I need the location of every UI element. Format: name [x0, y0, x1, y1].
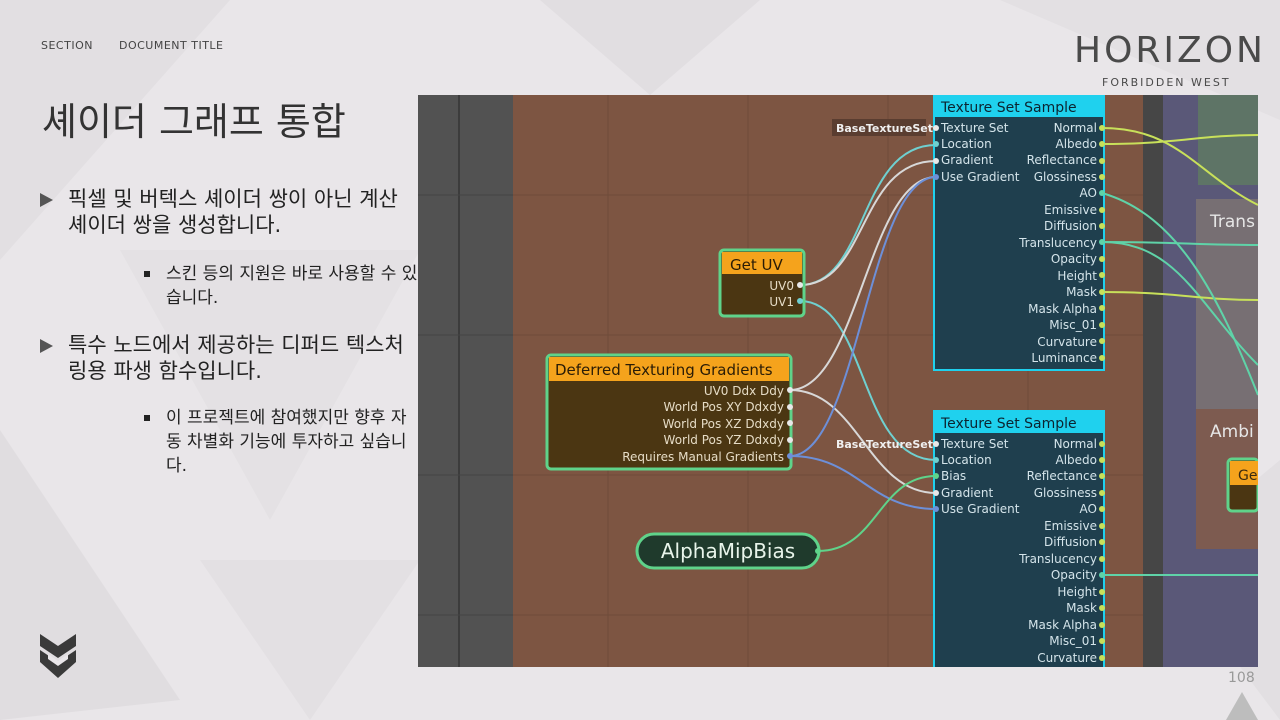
sub-bullet-2-text: 이 프로젝트에 참여했지만 향후 자동 차별화 기능에 투자하고 싶습니다. [166, 408, 407, 476]
square-bullet-icon [144, 415, 150, 421]
arrow-bullet-icon [40, 339, 53, 353]
port-albedo: Albedo [1055, 453, 1097, 467]
port-translucency: Translucency [1018, 236, 1097, 250]
port-bias: Bias [941, 469, 966, 483]
port-glossiness: Glossiness [1034, 486, 1097, 500]
get-uv-node[interactable]: Get UV UV0 UV1 [718, 248, 806, 318]
port-use-gradient: Use Gradient [941, 502, 1020, 516]
port-normal: Normal [1054, 437, 1097, 451]
section-label: SECTION [41, 39, 93, 52]
bullet-list: 픽셀 및 버텍스 셰이더 쌍이 아닌 계산 셰이더 쌍을 생성합니다. 스킨 등… [40, 186, 420, 478]
input-label-basetextureset: BaseTextureSet [836, 122, 933, 135]
port-uv1: UV1 [769, 295, 794, 309]
logo-main: HORIZON [1074, 30, 1266, 71]
node-title: Texture Set Sample [940, 100, 1077, 116]
port-location: Location [941, 453, 992, 467]
port-uv0-ddx-ddy: UV0 Ddx Ddy [704, 384, 784, 398]
port-mask: Mask [1066, 285, 1097, 299]
port-misc-01: Misc_01 [1049, 318, 1097, 332]
texture-set-sample-node-2[interactable]: Texture Set Sample BaseTextureSet Textur… [836, 410, 1105, 667]
port-emissive: Emissive [1044, 519, 1097, 533]
arrow-bullet-icon [40, 193, 53, 207]
port-albedo: Albedo [1055, 137, 1097, 151]
horizon-logo: HORIZON FORBIDDEN WEST [1074, 30, 1263, 92]
port-glossiness: Glossiness [1034, 170, 1097, 184]
shader-graph-screenshot: Trans Ambi Ge Texture Set Sample BaseTex… [418, 95, 1258, 667]
port-world-pos-xy: World Pos XY Ddxdy [664, 400, 784, 414]
bullet-2-text: 특수 노드에서 제공하는 디퍼드 텍스처링용 파생 함수입니다. [68, 333, 404, 383]
port-world-pos-yz: World Pos YZ Ddxdy [664, 433, 784, 447]
port-gradient: Gradient [941, 153, 994, 167]
node-title: Texture Set Sample [940, 416, 1077, 432]
port-opacity: Opacity [1051, 252, 1097, 266]
deferred-texturing-gradients-node[interactable]: Deferred Texturing Gradients UV0 Ddx Ddy… [545, 353, 793, 471]
port-uv0: UV0 [769, 279, 794, 293]
port-curvature: Curvature [1037, 335, 1097, 349]
port-texture-set: Texture Set [940, 121, 1009, 135]
logo-sub: FORBIDDEN WEST [1102, 76, 1231, 89]
chevron-emblem-icon [40, 634, 76, 678]
shader-graph-canvas: Trans Ambi Ge Texture Set Sample BaseTex… [418, 95, 1258, 667]
port-reflectance: Reflectance [1027, 153, 1097, 167]
port-reflectance: Reflectance [1027, 469, 1097, 483]
document-title-label: DOCUMENT TITLE [119, 39, 224, 52]
node-title: Get UV [730, 256, 783, 274]
port-height: Height [1057, 269, 1097, 283]
port-curvature: Curvature [1037, 651, 1097, 665]
port-emissive: Emissive [1044, 203, 1097, 217]
port-use-gradient: Use Gradient [941, 170, 1020, 184]
bullet-1-text: 픽셀 및 버텍스 셰이더 쌍이 아닌 계산 셰이더 쌍을 생성합니다. [68, 187, 398, 237]
port-diffusion: Diffusion [1044, 535, 1097, 549]
partial-node-trans: Trans [1209, 212, 1255, 232]
port-ao: AO [1080, 186, 1097, 200]
input-label-basetextureset: BaseTextureSet [836, 438, 933, 451]
port-mask-alpha: Mask Alpha [1028, 302, 1097, 316]
alpha-mip-bias-node[interactable]: AlphaMipBias [635, 532, 821, 570]
node-title: AlphaMipBias [661, 539, 795, 563]
page-title: 셰이더 그래프 통합 [42, 100, 346, 145]
port-translucency: Translucency [1018, 552, 1097, 566]
page-number: 108 [1228, 670, 1255, 686]
sub-bullet-2: 이 프로젝트에 참여했지만 향후 자동 차별화 기능에 투자하고 싶습니다. [144, 406, 420, 478]
port-gradient: Gradient [941, 486, 994, 500]
bullet-2: 특수 노드에서 제공하는 디퍼드 텍스처링용 파생 함수입니다. [40, 332, 420, 384]
partial-node-ambi: Ambi [1210, 422, 1254, 442]
port-luminance: Luminance [1031, 351, 1097, 365]
corner-triangle [1226, 692, 1258, 720]
port-ao: AO [1080, 502, 1097, 516]
sub-bullet-1: 스킨 등의 지원은 바로 사용할 수 있습니다. [144, 262, 420, 310]
port-normal: Normal [1054, 121, 1097, 135]
port-mask-alpha: Mask Alpha [1028, 618, 1097, 632]
port-misc-01: Misc_01 [1049, 634, 1097, 648]
port-diffusion: Diffusion [1044, 219, 1097, 233]
partial-node-ge: Ge [1238, 468, 1257, 484]
port-height: Height [1057, 585, 1097, 599]
port-location: Location [941, 137, 992, 151]
port-mask: Mask [1066, 601, 1097, 615]
port-texture-set: Texture Set [940, 437, 1009, 451]
square-bullet-icon [144, 271, 150, 277]
bullet-1: 픽셀 및 버텍스 셰이더 쌍이 아닌 계산 셰이더 쌍을 생성합니다. [40, 186, 420, 238]
node-title: Deferred Texturing Gradients [555, 361, 773, 379]
sub-bullet-1-text: 스킨 등의 지원은 바로 사용할 수 있습니다. [166, 264, 418, 308]
texture-set-sample-node-1[interactable]: Texture Set Sample BaseTextureSet Textur… [832, 95, 1105, 371]
port-opacity: Opacity [1051, 568, 1097, 582]
port-world-pos-xz: World Pos XZ Ddxdy [663, 417, 784, 431]
port-requires-manual-gradients: Requires Manual Gradients [622, 450, 784, 464]
